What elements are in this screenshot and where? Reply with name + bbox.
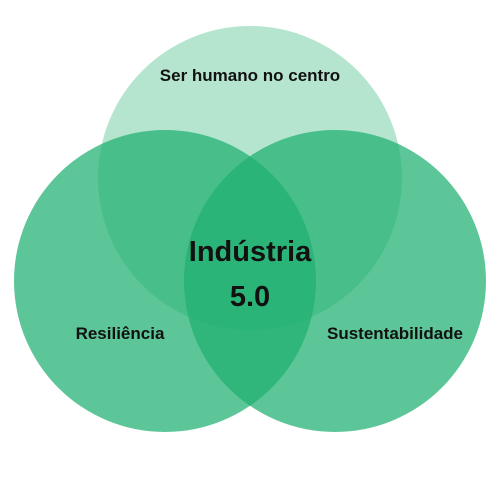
label-resiliencia: Resiliência	[75, 324, 165, 343]
label-ser-humano-text: Ser humano no centro	[159, 66, 341, 85]
label-ser-humano-no-centro: Ser humano no centro	[150, 64, 350, 89]
label-sustentabilidade: Sustentabilidade	[326, 324, 464, 343]
label-industria-line1: Indústria	[188, 236, 312, 268]
label-industria-5: Indústria 5.0	[150, 230, 350, 320]
label-industria-line2: 5.0	[229, 280, 271, 313]
circle-sustentabilidade	[184, 130, 486, 432]
